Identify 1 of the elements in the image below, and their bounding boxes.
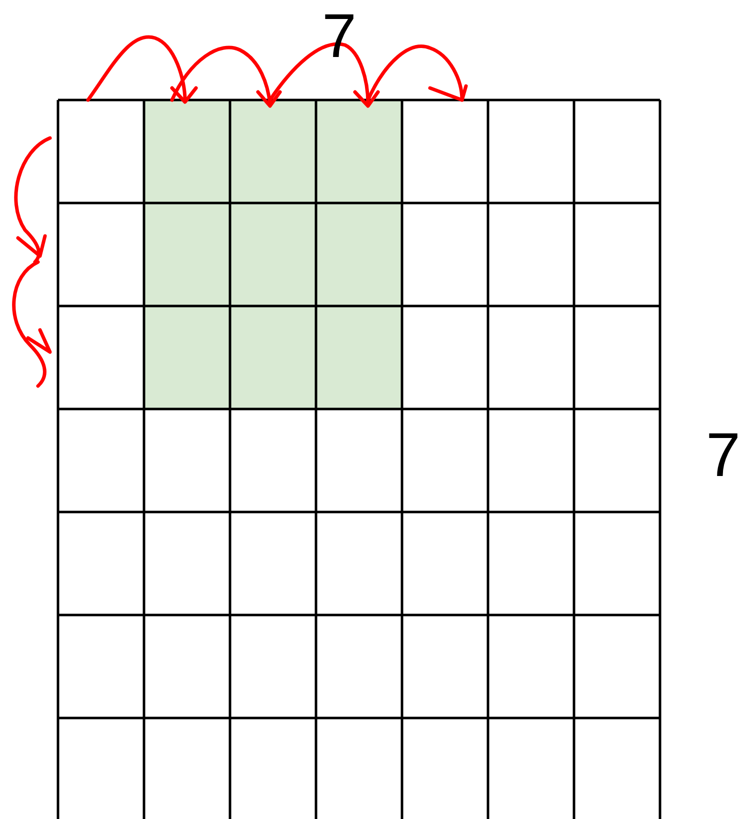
- dimension-label: 7: [706, 425, 740, 487]
